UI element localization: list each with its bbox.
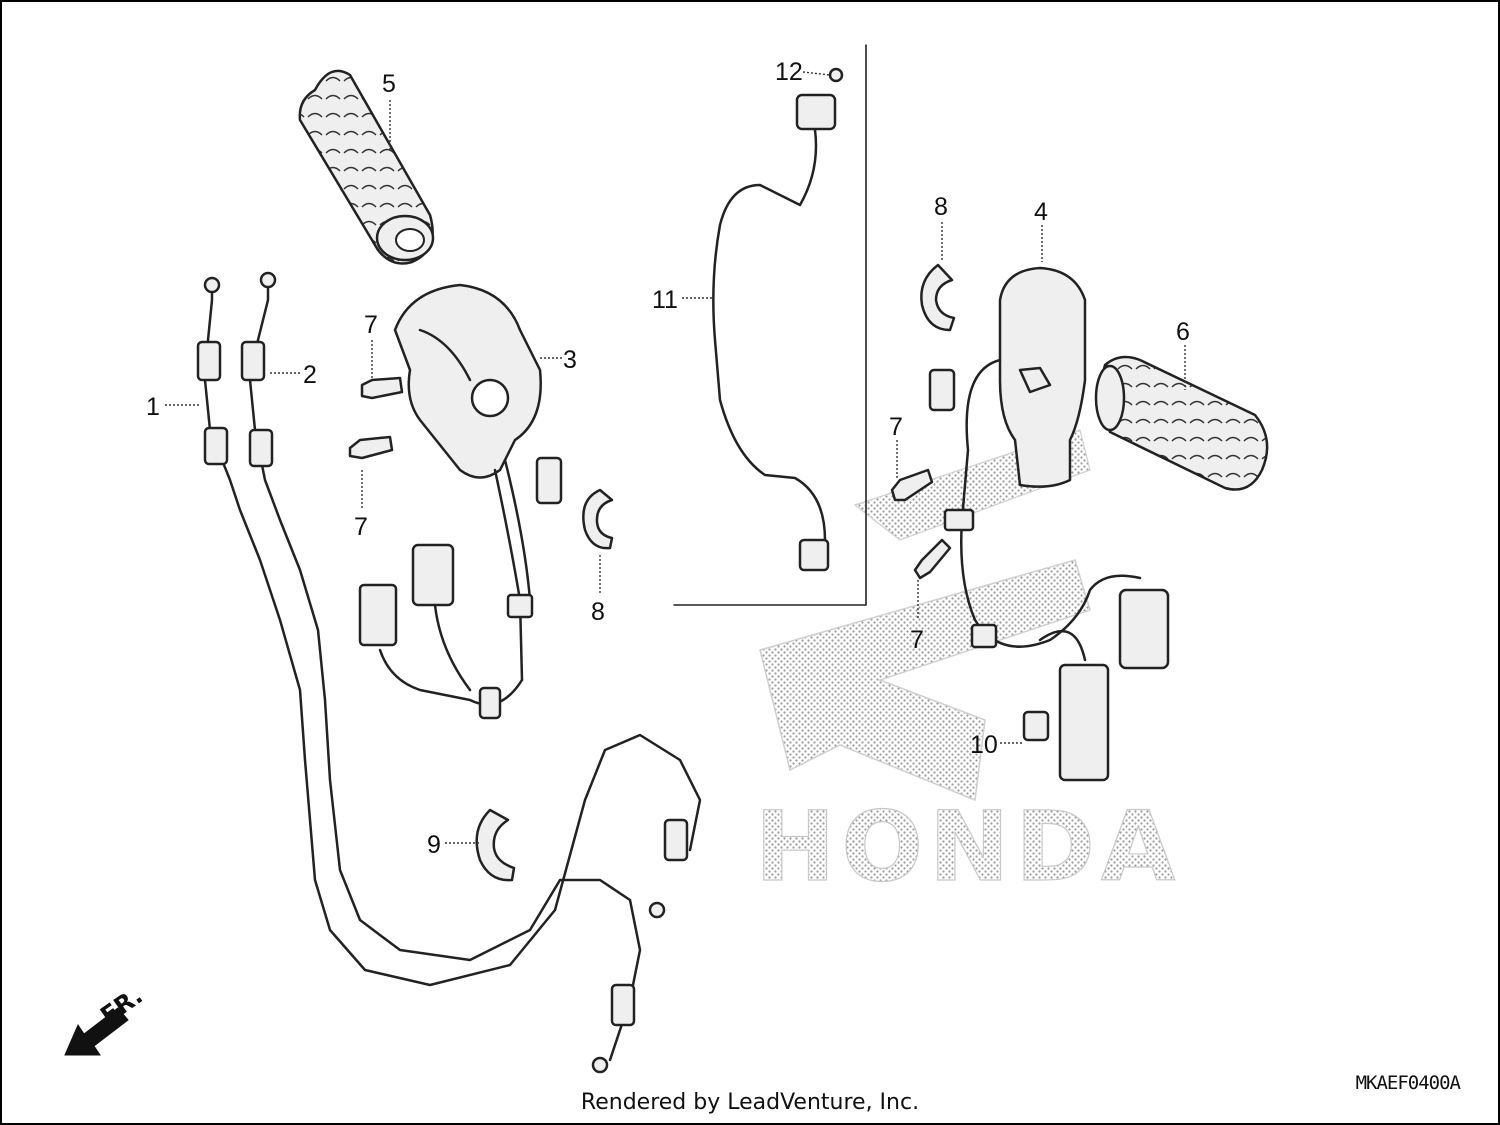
callout-6: 6: [1176, 318, 1190, 346]
callout-4: 4: [1034, 198, 1048, 226]
callout-7a: 7: [364, 311, 378, 339]
throttle-cables: [196, 271, 702, 1074]
callout-12: 12: [775, 58, 803, 86]
brake-switch-wire: [712, 67, 844, 572]
right-screw-lower: [913, 538, 952, 580]
callout-7b: 7: [354, 513, 368, 541]
leader-lines: [165, 71, 1186, 844]
left-grip: [298, 69, 435, 265]
front-direction-indicator: FR.: [64, 981, 148, 1056]
render-credit: Rendered by LeadVenture, Inc.: [580, 1090, 920, 1115]
connector-cover: [1022, 710, 1050, 742]
callout-5: 5: [382, 70, 396, 98]
right-switch-housing: [928, 266, 1170, 782]
callout-7c: 7: [889, 413, 903, 441]
cable-clamp: [475, 808, 516, 882]
callout-8b: 8: [934, 193, 948, 221]
diagram-code: MKAEF0400A: [1355, 1072, 1461, 1094]
callout-7d: 7: [910, 626, 924, 654]
callout-3: 3: [563, 346, 577, 374]
callout-11: 11: [652, 286, 678, 314]
left-screws: [348, 376, 404, 460]
right-wire-clamp: [920, 263, 956, 332]
left-wire-clamp: [582, 488, 614, 550]
callout-2: 2: [303, 361, 317, 389]
left-switch-housing: [358, 283, 563, 720]
right-grip: [1094, 355, 1269, 491]
callout-1: 1: [146, 393, 160, 421]
callout-numbers: 1 2 3 4 5 6 7 7 7 7 8 8 9 10 11 12: [146, 58, 1190, 859]
inset-border: [673, 44, 867, 606]
watermark-wordmark: HONDA: [755, 791, 1181, 903]
callout-9: 9: [427, 831, 441, 859]
callout-10: 10: [970, 731, 998, 759]
right-screw-upper: [890, 468, 934, 502]
honda-watermark: HONDA: [754, 429, 1181, 904]
callout-8a: 8: [591, 598, 605, 626]
